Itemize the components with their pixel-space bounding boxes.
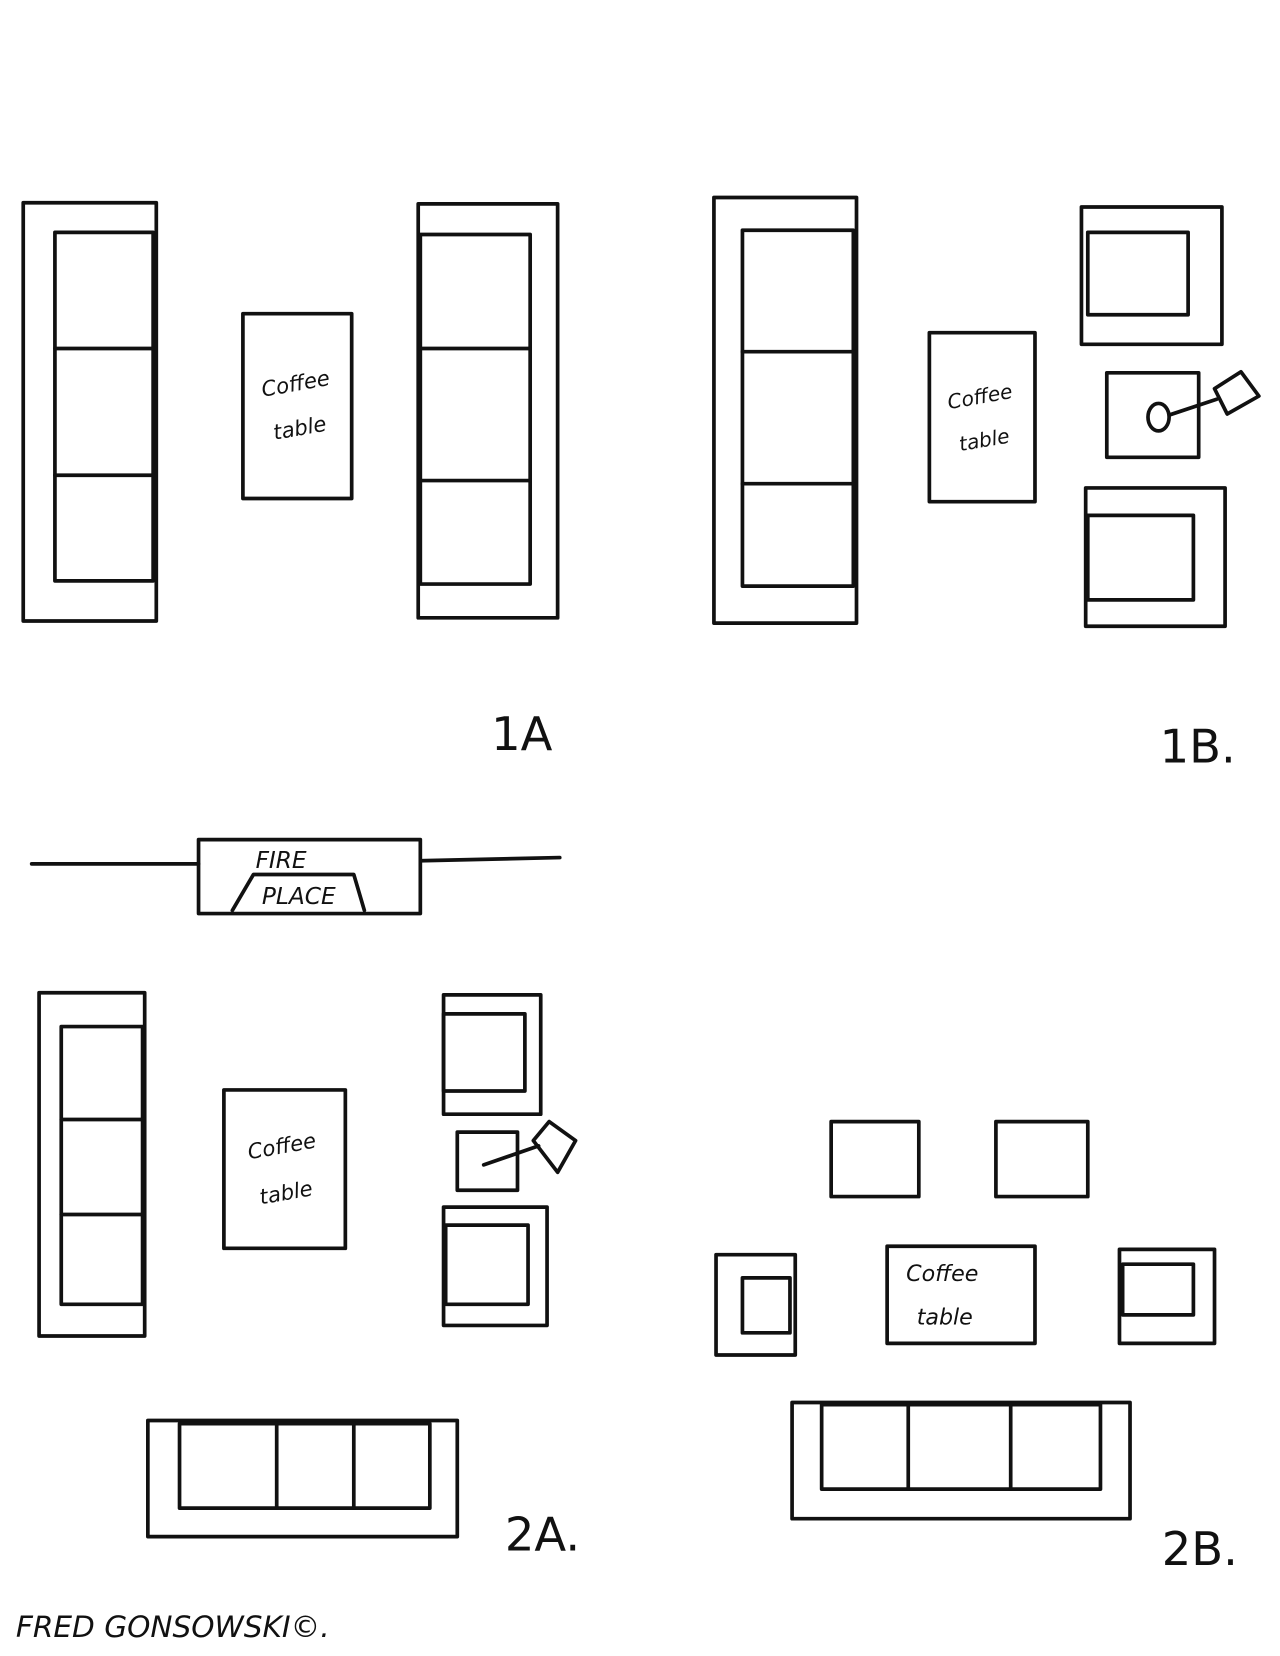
layout-1a: Coffee table 1A — [21, 200, 560, 761]
coffee-table-label: Coffee — [246, 1128, 318, 1165]
sofa — [37, 990, 147, 1338]
sofa — [790, 1400, 1132, 1521]
coffee-table-label: table — [917, 1304, 973, 1330]
armchair — [714, 1252, 798, 1357]
layout-label: 1B. — [1160, 720, 1236, 774]
coffee-table-label: Coffee — [946, 379, 1015, 414]
coffee-table-label: table — [257, 1175, 314, 1209]
armchair — [441, 1205, 549, 1328]
coffee-table-label: Coffee — [906, 1261, 978, 1287]
signature: FRED GONSOWSKI©. — [16, 1610, 330, 1644]
coffee-table-label: table — [957, 424, 1011, 456]
fireplace: FIRE PLACE — [29, 837, 562, 916]
coffee-table: Coffee table — [241, 311, 354, 501]
side-table-with-lamp — [1104, 369, 1261, 460]
armchair — [1079, 205, 1224, 347]
layout-label: 2A. — [505, 1507, 580, 1561]
layout-label: 1A — [491, 707, 553, 761]
sofa — [712, 195, 859, 625]
layout-2b: Coffee table 2B. — [714, 1119, 1238, 1576]
fireplace-label: FIRE — [256, 847, 307, 874]
coffee-table-label: Coffee — [259, 365, 331, 402]
sofa — [416, 201, 560, 620]
coffee-table: Coffee table — [222, 1088, 348, 1251]
armchair — [1117, 1247, 1217, 1346]
sofa — [146, 1418, 460, 1539]
armchair — [441, 993, 543, 1117]
layout-2a: FIRE PLACE Coffee table — [29, 837, 580, 1561]
coffee-table: Coffee table — [927, 330, 1037, 504]
ottoman — [994, 1119, 1090, 1199]
layout-label: 2B. — [1162, 1522, 1238, 1576]
layout-1b: Coffee table 1B. — [712, 195, 1261, 774]
sofa — [21, 200, 159, 623]
coffee-table: Coffee table — [885, 1244, 1037, 1346]
coffee-table-label: table — [271, 411, 328, 445]
ottoman — [829, 1119, 921, 1199]
side-table-with-lamp — [455, 1119, 578, 1193]
fireplace-label: PLACE — [262, 883, 336, 910]
armchair — [1083, 486, 1227, 629]
